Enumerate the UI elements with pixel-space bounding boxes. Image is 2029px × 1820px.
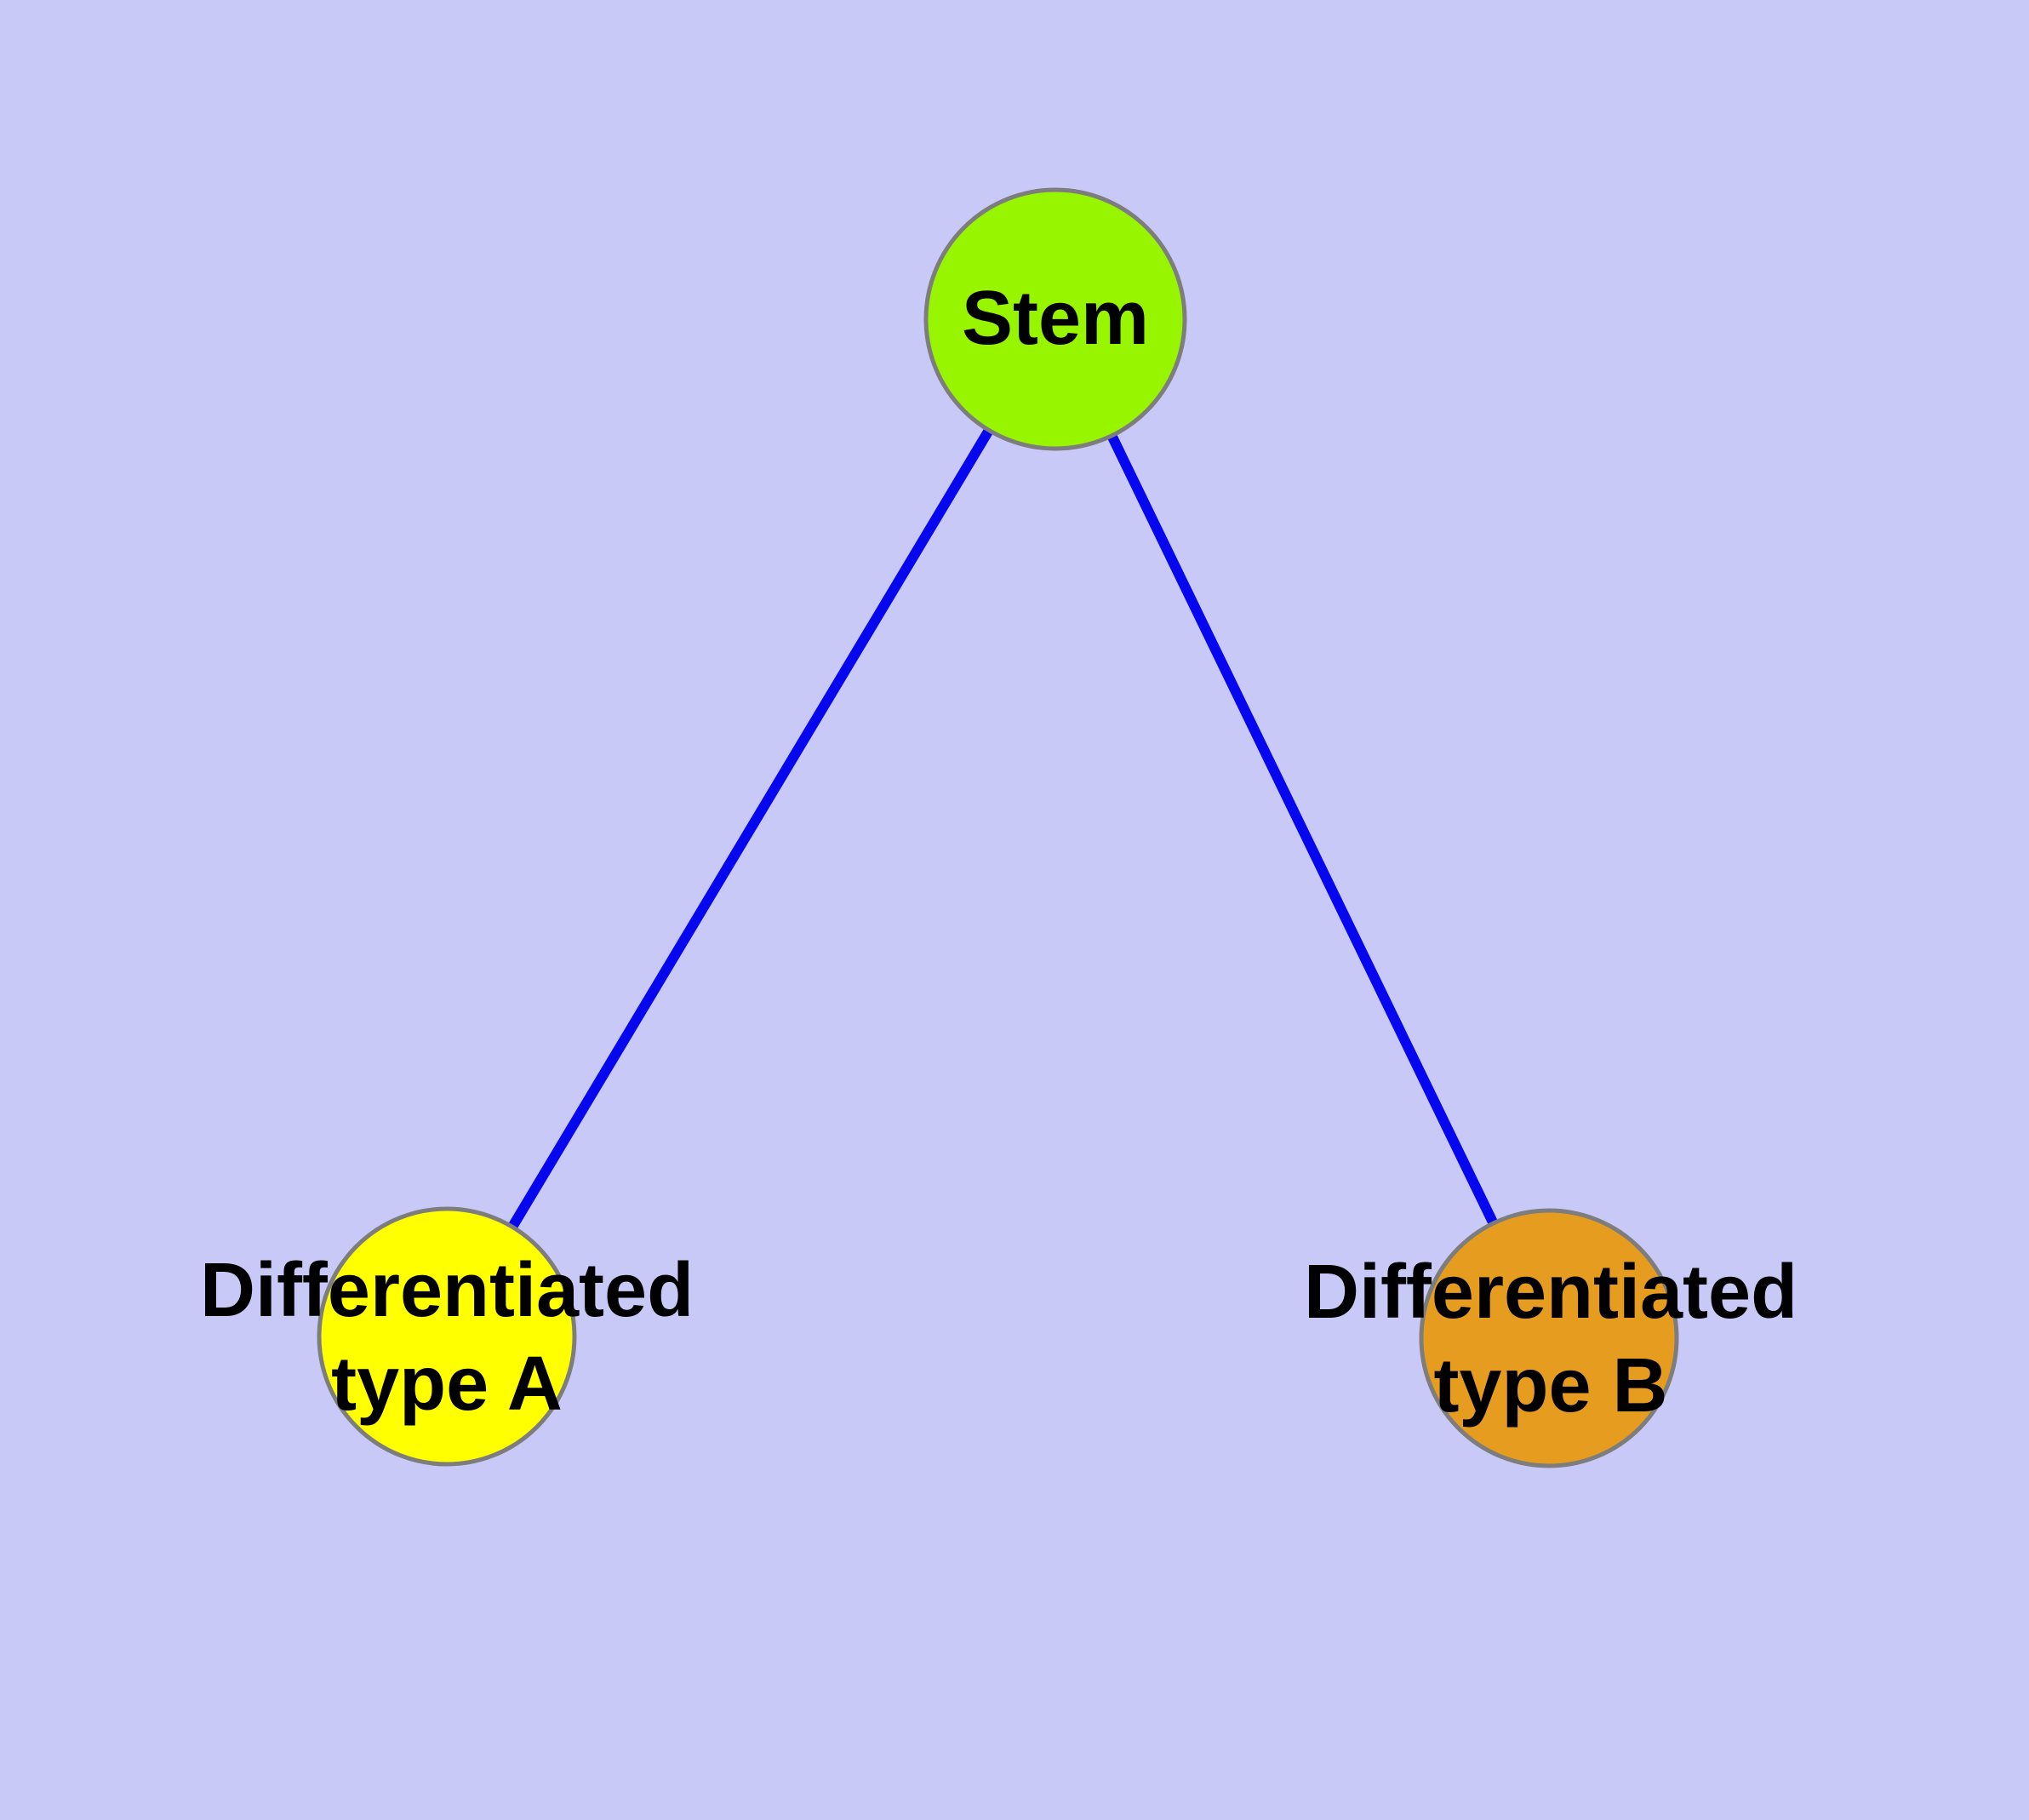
stem-node-circle [923, 187, 1187, 451]
edge-stem-to-type-b [1050, 317, 1554, 1341]
edge-stem-to-type-a [442, 316, 1060, 1340]
stem-node-label: Stem [961, 276, 1150, 362]
differentiated-type-b-node-label: Differentiated type B [1303, 1250, 1798, 1428]
differentiated-type-b-node-circle [1419, 1208, 1679, 1468]
differentiated-type-a-node-circle [317, 1206, 577, 1467]
differentiated-type-a-node-label: Differentiated type A [199, 1248, 694, 1427]
